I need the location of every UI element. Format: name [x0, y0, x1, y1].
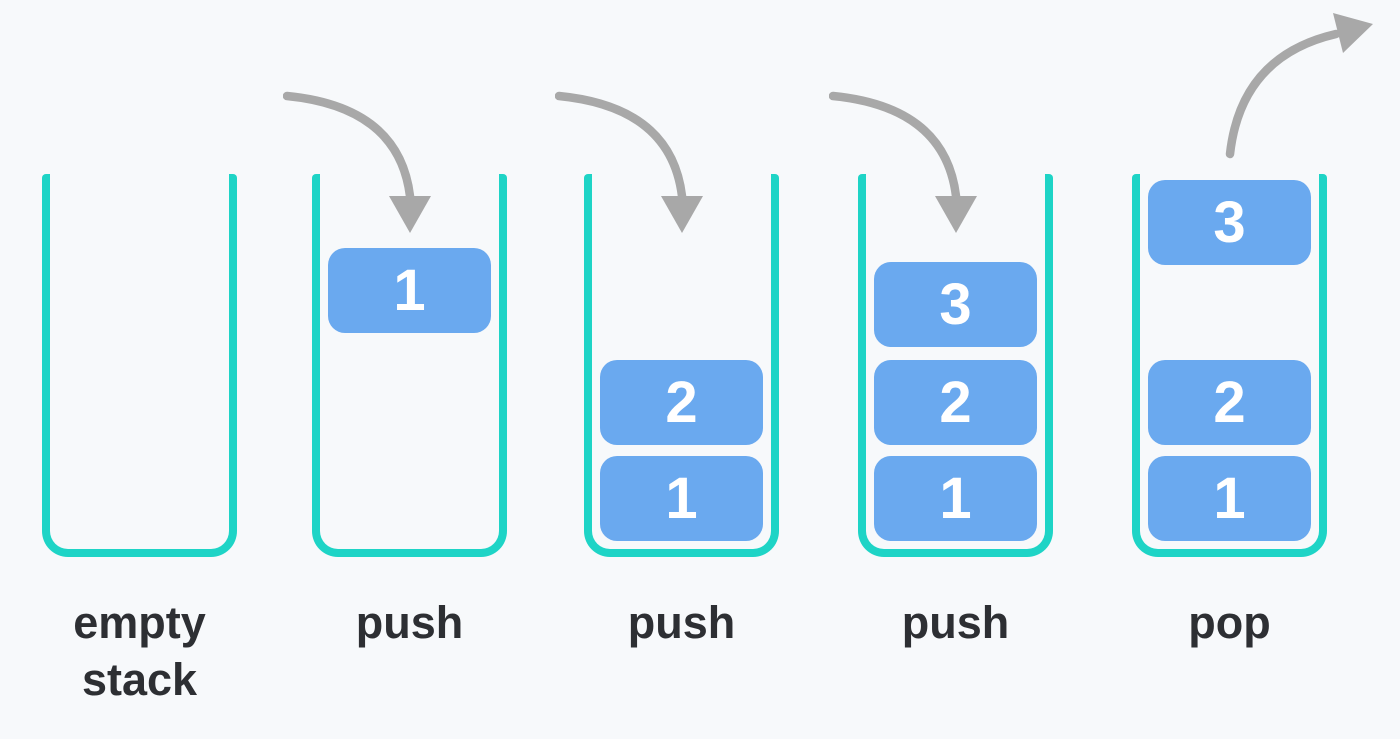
stack-block: 1	[600, 456, 763, 541]
stack-column-push-first: 1 push	[312, 0, 507, 739]
stack-label: push	[627, 597, 736, 648]
popped-block: 3	[1148, 180, 1311, 265]
stack-label: push	[355, 597, 464, 648]
incoming-block: 1	[328, 248, 491, 333]
push-arrow-icon	[555, 91, 703, 233]
stack-label: empty stack	[73, 597, 206, 705]
stack-label: pop	[1188, 597, 1271, 648]
stack-column-push-third: 3 2 1 push	[858, 0, 1053, 739]
stack-label: push	[901, 597, 1010, 648]
stack-block: 2	[874, 360, 1037, 445]
push-arrow-curve	[283, 91, 415, 201]
stack-column-empty: empty stack	[42, 0, 237, 739]
stack-container	[584, 174, 779, 557]
push-arrowhead	[389, 196, 431, 233]
stack-block: 2	[600, 360, 763, 445]
push-arrow-curve	[829, 91, 961, 201]
push-arrowhead	[935, 196, 977, 233]
pop-arrow-curve	[1225, 29, 1341, 159]
push-arrowhead	[661, 196, 703, 233]
pop-arrow-icon	[1225, 13, 1373, 159]
push-arrow-icon	[829, 91, 977, 233]
stack-block: 1	[1148, 456, 1311, 541]
stack-block: 1	[874, 456, 1037, 541]
stack-block: 2	[1148, 360, 1311, 445]
stack-container	[42, 174, 237, 557]
pop-arrowhead	[1333, 13, 1373, 53]
push-arrow-icon	[283, 91, 431, 233]
stack-block: 3	[874, 262, 1037, 347]
stack-container	[312, 174, 507, 557]
stack-container	[858, 174, 1053, 557]
stack-column-push-second: 2 1 push	[584, 0, 779, 739]
stack-container	[1132, 174, 1327, 557]
stack-column-pop: 3 2 1 pop	[1132, 0, 1327, 739]
push-arrow-curve	[555, 91, 687, 201]
